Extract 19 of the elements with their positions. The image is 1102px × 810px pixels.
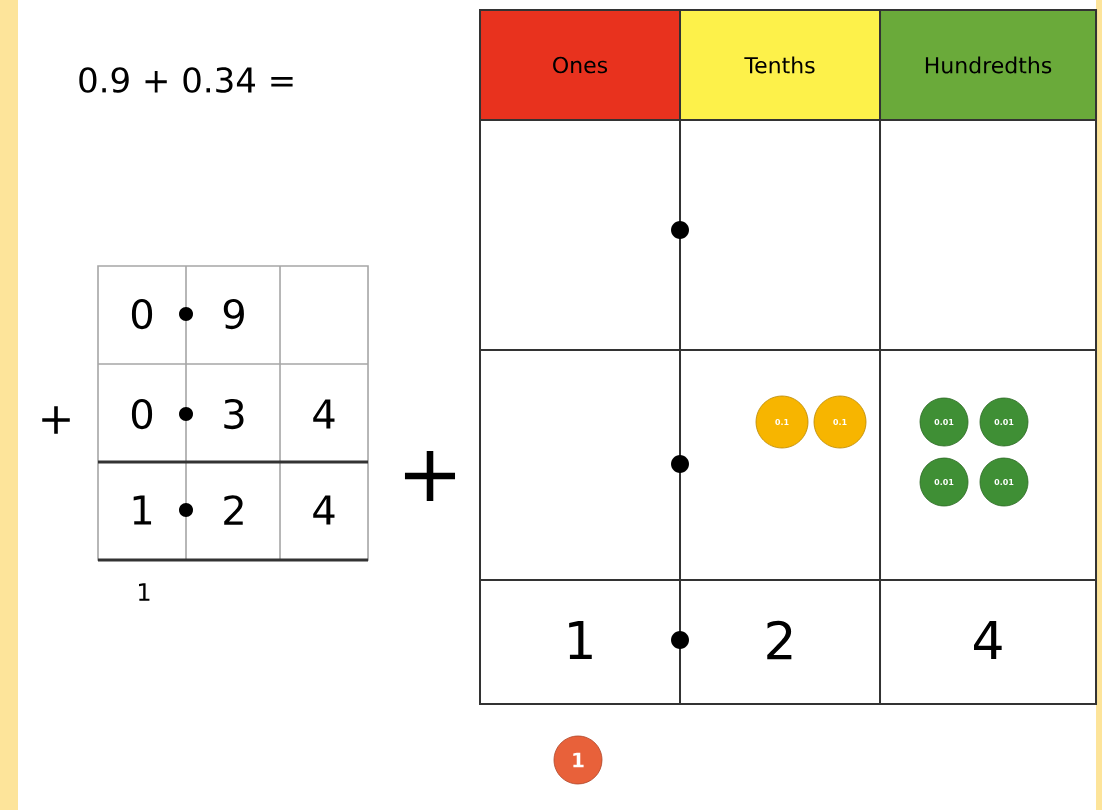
column-header: Ones (479, 9, 681, 121)
column-header: Tenths (679, 9, 881, 121)
place-value-counter: 1 (553, 735, 603, 785)
digit: 0 (131, 398, 153, 430)
equation: 0.9 + 0.34 = (79, 67, 293, 93)
column-header: Hundredths (879, 9, 1097, 121)
digit: 4 (313, 399, 335, 429)
digit: 4 (313, 495, 335, 525)
carry-digit: 1 (139, 583, 150, 601)
digit: 2 (767, 620, 792, 660)
digit: 9 (223, 298, 244, 330)
digit: 3 (224, 398, 244, 430)
plus-sign: + (42, 406, 70, 434)
digit: 0 (131, 298, 153, 330)
digit: 4 (974, 621, 1002, 659)
digit: 1 (569, 621, 592, 659)
digit: 1 (133, 495, 152, 525)
digit: 2 (224, 495, 243, 525)
plus-sign: + (404, 450, 455, 502)
